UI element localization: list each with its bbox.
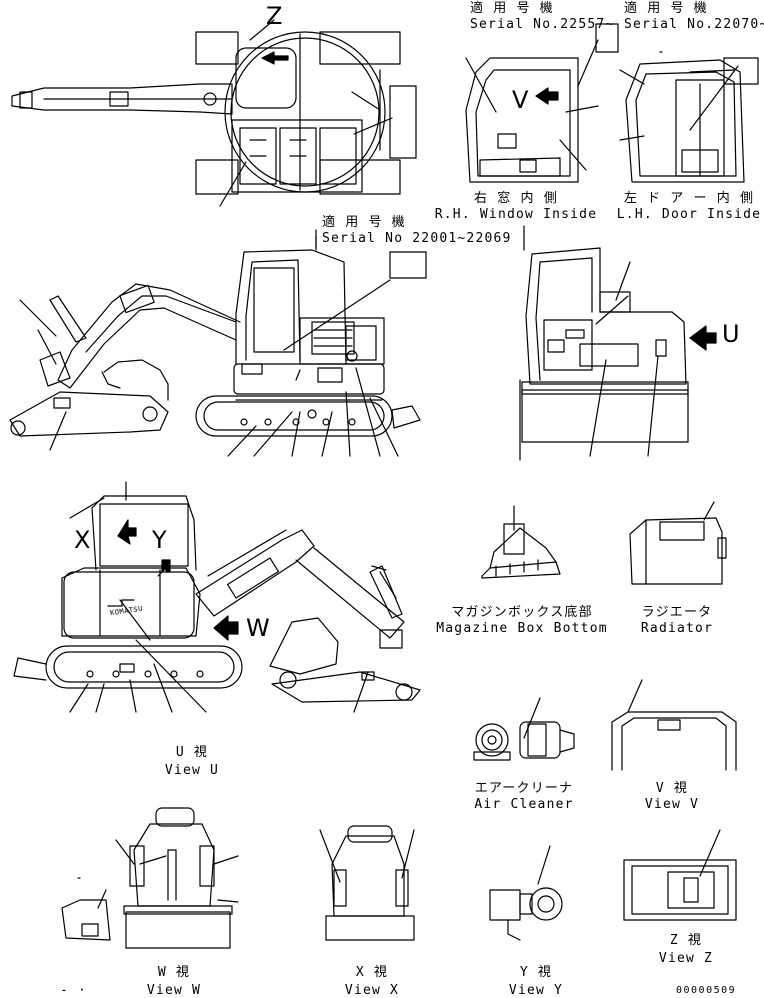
caption-rh-window-en: R.H. Window Inside: [434, 207, 598, 222]
drawing-number: 00000509: [676, 985, 737, 996]
caption-view-y-jp: Y 視: [519, 965, 553, 980]
view-letter-x: X: [74, 526, 91, 554]
serial-label-main-jp: 適 用 号 機: [322, 215, 406, 230]
serial-label-rh-jp: 適 用 号 機: [470, 1, 554, 16]
rh-window-inside-view: [466, 24, 618, 182]
rear-view-excavator: [520, 226, 716, 460]
caption-view-w-jp: W 視: [157, 965, 191, 980]
caption-rh-window-jp: 右 窓 内 側: [474, 191, 558, 206]
caption-radiator-jp: ラジエータ: [641, 605, 713, 620]
caption-view-x-jp: X 視: [355, 965, 389, 980]
serial-label-rh-en: Serial No.22557~: [470, 17, 615, 32]
caption-view-v-jp: V 視: [655, 781, 689, 796]
top-view-excavator: [12, 20, 416, 206]
serial-label-lh-en: Serial No.22070~: [624, 17, 764, 32]
caption-view-x-en: View X: [344, 983, 400, 998]
caption-air-cleaner-jp: エアークリーナ: [474, 781, 574, 796]
lower-side-view-excavator: [14, 482, 420, 712]
caption-view-u-en: View U: [164, 763, 220, 778]
caption-radiator-en: Radiator: [640, 621, 714, 636]
serial-label-lh-jp: 適 用 号 機: [624, 1, 708, 16]
caption-view-v-en: View V: [644, 797, 700, 812]
caption-lh-door-en: L.H. Door Inside: [616, 207, 762, 222]
caption-view-z-jp: Z 視: [669, 933, 703, 948]
lh-door-inside-view: [620, 52, 758, 182]
caption-view-z-en: View Z: [658, 951, 714, 966]
view-v-diagram: [612, 680, 736, 770]
caption-view-u-jp: U 視: [175, 745, 209, 760]
view-x-diagram: [320, 826, 414, 940]
caption-view-w-en: View W: [146, 983, 202, 998]
magazine-box-bottom-view: [482, 506, 560, 578]
air-cleaner-view: [474, 698, 574, 760]
view-letter-z: Z: [266, 2, 283, 30]
dash-mark: - ·: [60, 983, 88, 998]
view-w-diagram: [62, 808, 238, 948]
view-letter-w: W: [246, 614, 270, 642]
main-side-view-excavator: [10, 230, 426, 456]
caption-view-y-en: View Y: [508, 983, 564, 998]
view-y-diagram: [490, 846, 562, 940]
caption-air-cleaner-en: Air Cleaner: [474, 797, 574, 812]
caption-magazine-box-jp: マガジンボックス底部: [451, 605, 593, 620]
view-z-diagram: [624, 830, 736, 920]
view-letter-u: U: [722, 320, 740, 348]
view-letter-y: Y: [152, 526, 167, 554]
caption-lh-door-jp: 左 ド ア ー 内 側: [623, 191, 755, 206]
caption-magazine-box-en: Magazine Box Bottom: [436, 621, 608, 636]
serial-label-main-en: Serial No 22001~22069: [322, 231, 512, 246]
view-letter-v: V: [512, 86, 529, 114]
radiator-view: [630, 502, 726, 584]
